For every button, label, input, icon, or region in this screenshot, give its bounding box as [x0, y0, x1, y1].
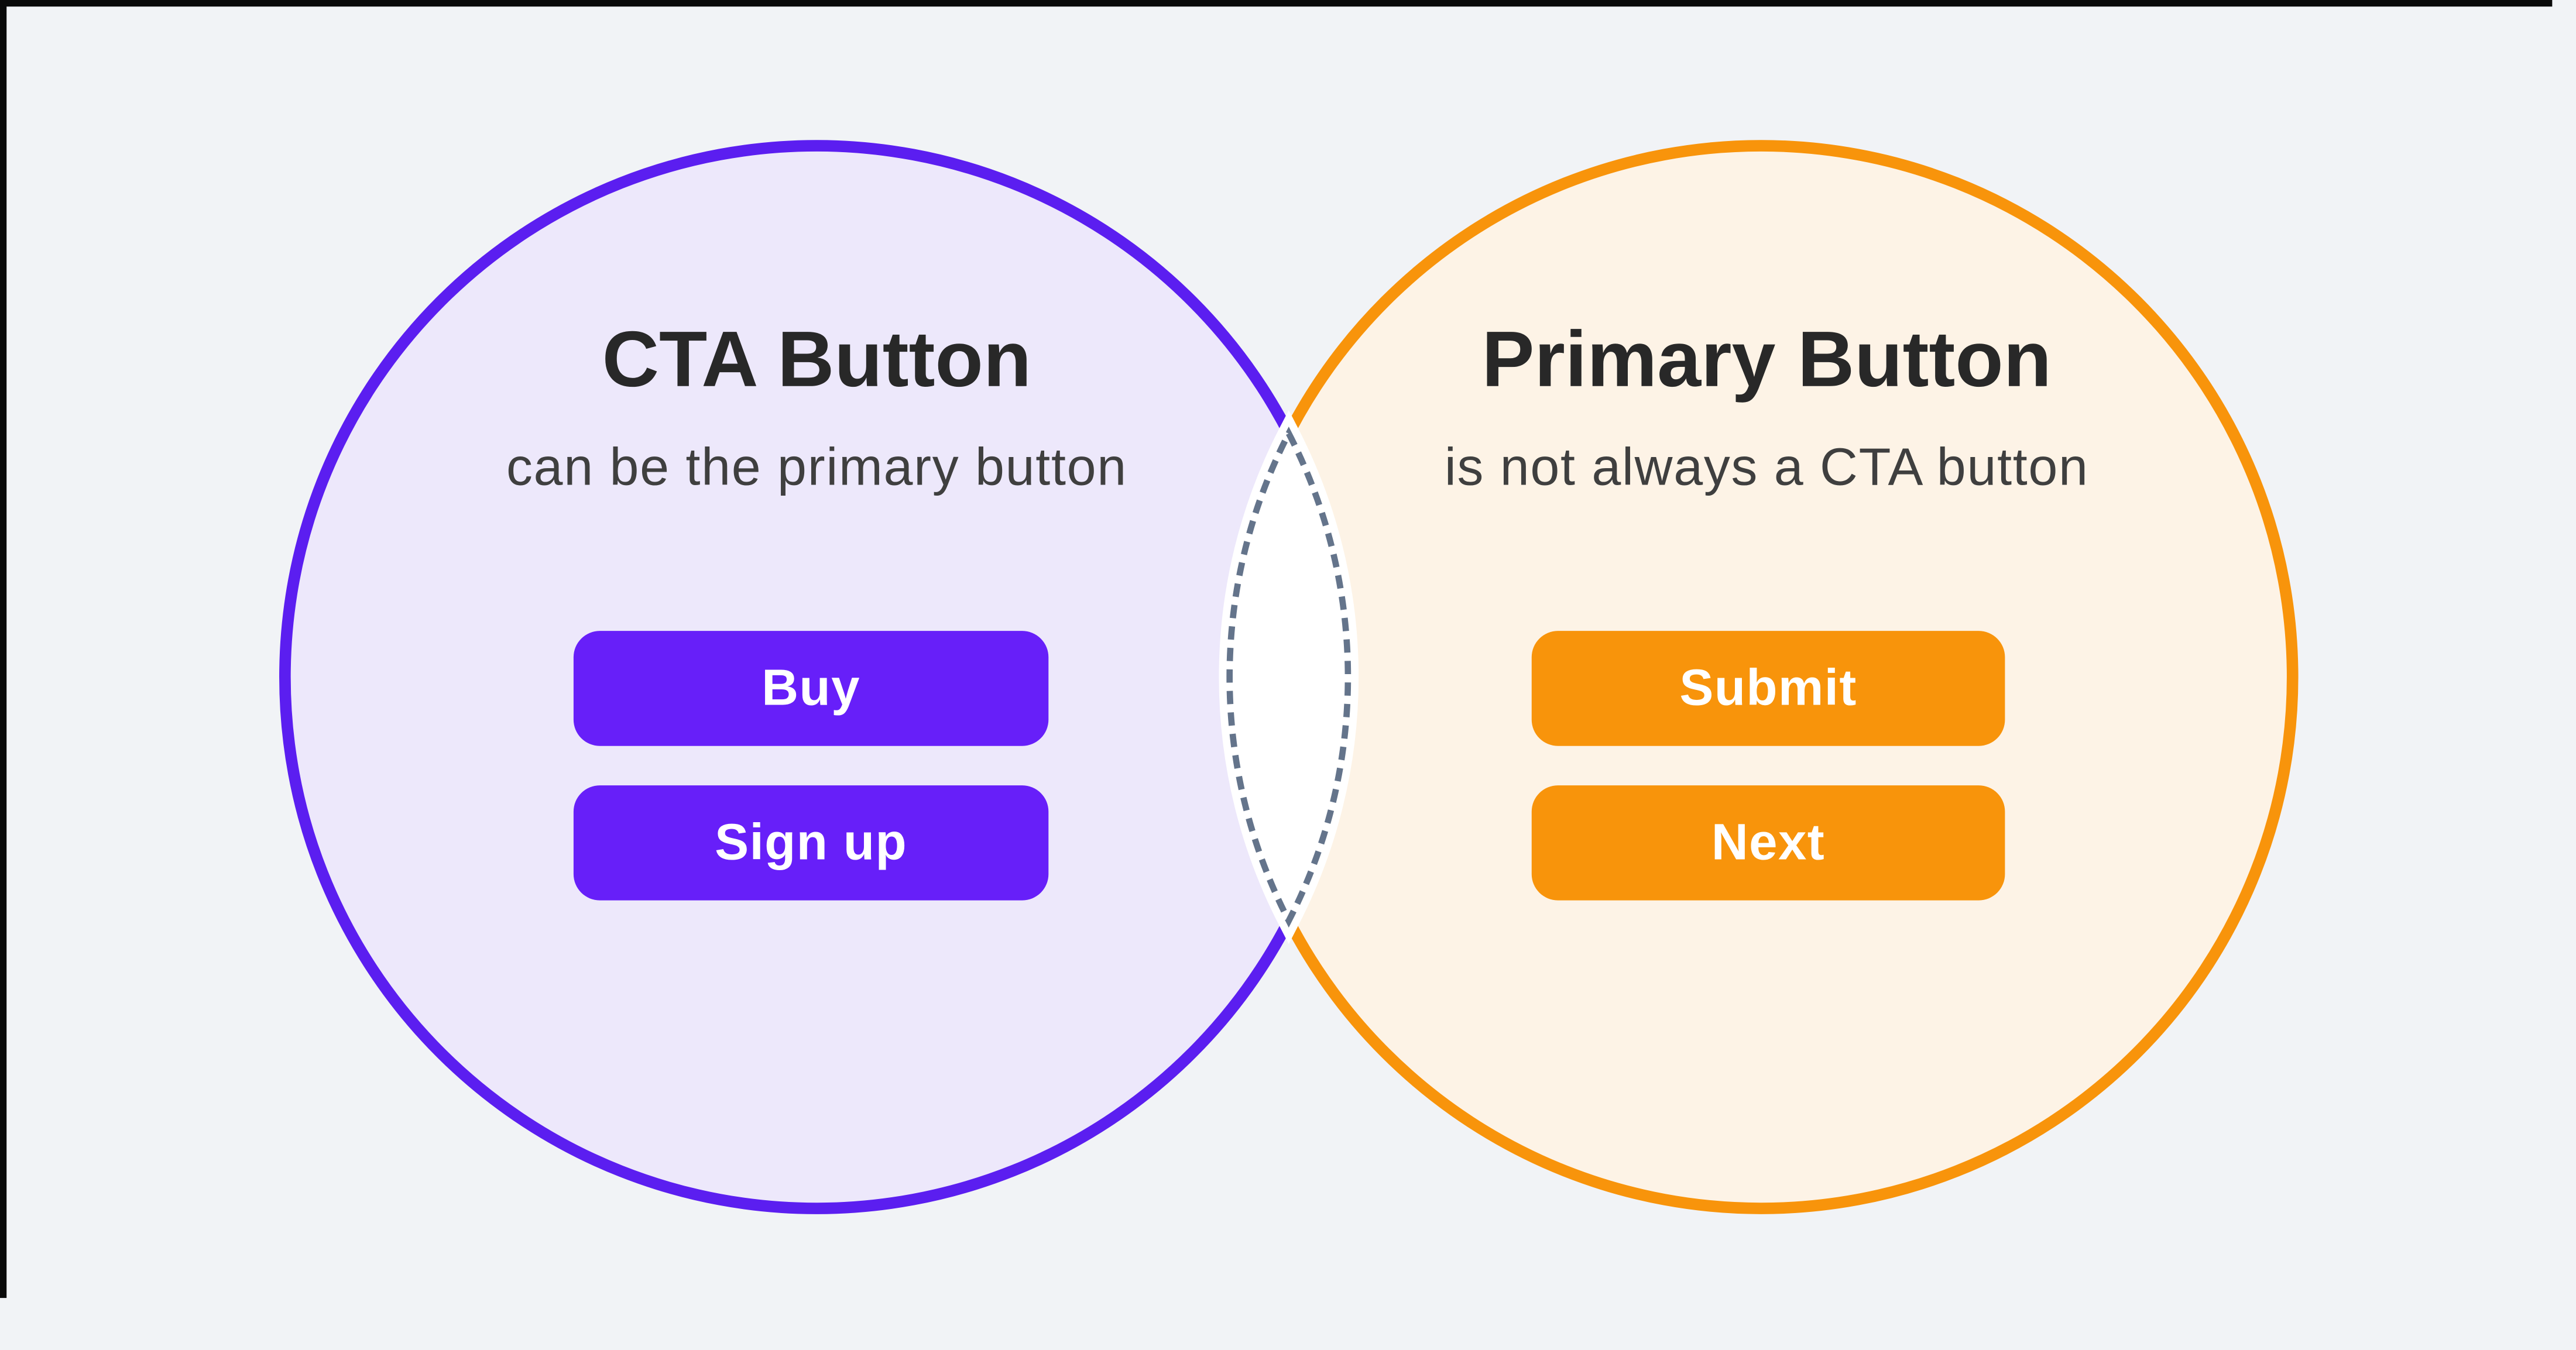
primary-title: Primary Button: [1481, 317, 2052, 404]
intersection-lens: [1219, 410, 1359, 944]
cta-title: CTA Button: [602, 317, 1032, 404]
primary-subtitle: is not always a CTA button: [1444, 437, 2089, 496]
left-frame-edge: [0, 0, 7, 1299]
buy-button[interactable]: Buy: [573, 631, 1049, 746]
top-frame-edge: [0, 0, 2553, 7]
next-button[interactable]: Next: [1531, 785, 2005, 901]
intersection-dashed-outline: [1226, 427, 1352, 928]
sign-up-button[interactable]: Sign up: [573, 785, 1049, 901]
submit-button[interactable]: Submit: [1531, 631, 2005, 746]
cta-subtitle: can be the primary button: [506, 437, 1127, 496]
